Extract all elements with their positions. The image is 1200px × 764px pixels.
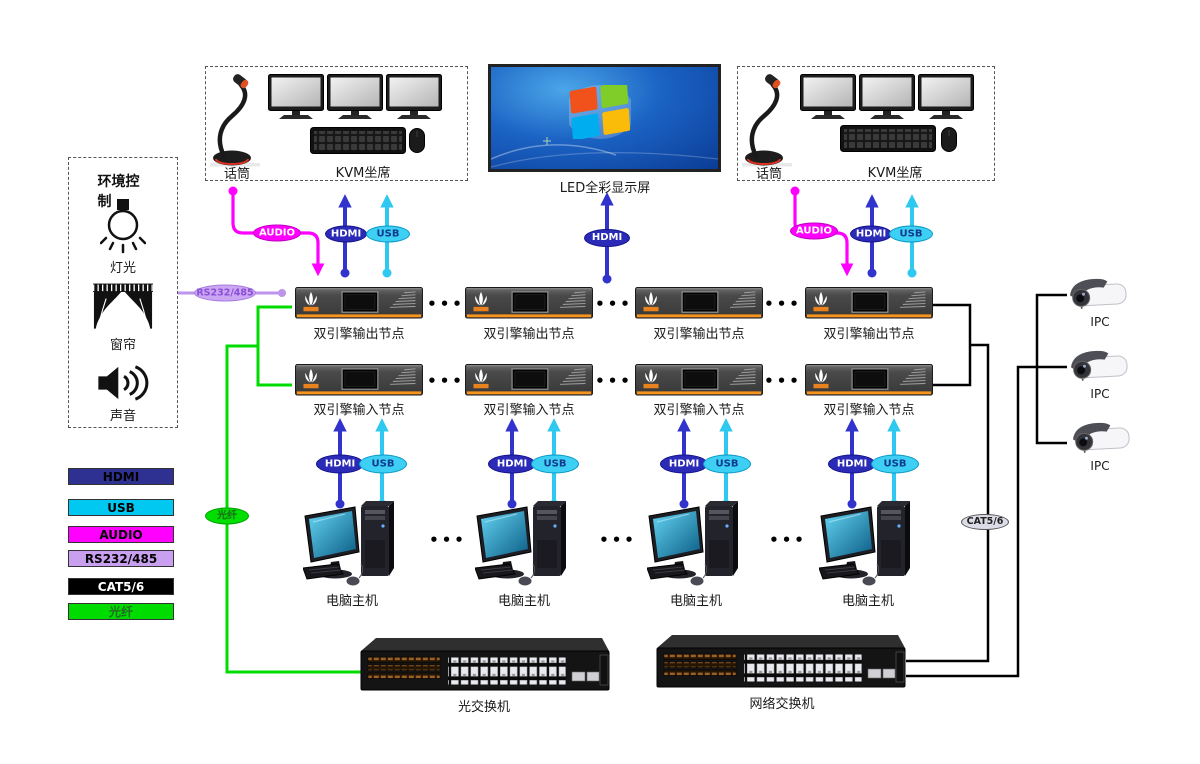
monitor-icon (859, 74, 915, 120)
env-item-light-label: 灯光 (109, 261, 137, 276)
hdmi-line-label: HDMI (325, 225, 367, 243)
usb-line-label: USB (889, 225, 933, 243)
monitor-icon (386, 74, 442, 120)
ellipsis: ••• (427, 372, 465, 390)
kvm-left-label: KVM坐席 (335, 166, 391, 181)
ellipsis: ••• (599, 531, 637, 549)
kvm-right-label: KVM坐席 (867, 166, 923, 181)
computer-3 (647, 500, 747, 588)
usb-line-label: USB (871, 454, 919, 474)
network-switch (648, 635, 908, 690)
optical-switch (352, 638, 612, 693)
hdmi-line-label: HDMI (488, 454, 536, 474)
mic-right-label: 话筒 (755, 167, 783, 182)
input-node-2 (465, 364, 593, 397)
output-node-4-label: 双引擎输出节点 (823, 327, 915, 342)
input-node-3 (635, 364, 763, 397)
env-item-curtain-label: 窗帘 (109, 338, 137, 353)
led-display (488, 64, 721, 172)
usb-line-label: USB (359, 454, 407, 474)
ellipsis: ••• (769, 531, 807, 549)
ipc-camera-1 (1064, 276, 1130, 312)
keyboard-icon (840, 125, 936, 152)
legend-cat5: CAT5/6 (68, 578, 174, 595)
monitor-icon (918, 74, 974, 120)
input-node-3-label: 双引擎输入节点 (653, 403, 745, 418)
usb-line-label: USB (703, 454, 751, 474)
ellipsis: ••• (427, 295, 465, 313)
output-node-3 (635, 287, 763, 320)
led-wallpaper (491, 85, 718, 168)
ipc-camera-3 (1067, 420, 1133, 456)
curtain-icon (93, 283, 153, 331)
monitor-icon (268, 74, 324, 120)
hdmi-arrows (333, 192, 879, 509)
ellipsis: ••• (595, 372, 633, 390)
hdmi-line-label: HDMI (316, 454, 364, 474)
microphone-left-icon (210, 72, 262, 168)
computer-2 (475, 500, 575, 588)
ellipsis: ••• (764, 372, 802, 390)
computer-4-label: 电脑主机 (841, 594, 895, 609)
legend-audio: AUDIO (68, 526, 174, 543)
led-display-label: LED全彩显示屏 (559, 181, 651, 196)
audio-lines (228, 186, 854, 277)
hdmi-line-label: HDMI (660, 454, 708, 474)
output-node-1-label: 双引擎输出节点 (313, 327, 405, 342)
audio-line-label: AUDIO (253, 224, 301, 242)
computer-3-label: 电脑主机 (669, 594, 723, 609)
ipc-3-label: IPC (1090, 459, 1110, 473)
output-node-4 (805, 287, 933, 320)
input-node-1-label: 双引擎输入节点 (313, 403, 405, 418)
cat5-line-label: CAT5/6 (961, 514, 1009, 530)
microphone-right-icon (742, 72, 794, 168)
monitor-icon (327, 74, 383, 120)
hdmi-line-label: HDMI (850, 225, 892, 243)
ellipsis: ••• (764, 295, 802, 313)
ellipsis: ••• (429, 531, 467, 549)
env-item-sound-label: 声音 (109, 409, 137, 424)
keyboard-icon (310, 127, 406, 154)
fiber-lines (225, 305, 365, 674)
cat5-lines (906, 293, 1067, 678)
ipc-1-label: IPC (1090, 315, 1110, 329)
audio-line-label: AUDIO (790, 222, 838, 240)
ellipsis: ••• (595, 295, 633, 313)
mouse-icon (941, 127, 957, 152)
rs232-line-label: RS232/485 (194, 284, 256, 302)
computer-2-label: 电脑主机 (497, 594, 551, 609)
legend-fiber: 光纤 (68, 603, 174, 620)
hdmi-line-label: HDMI (828, 454, 876, 474)
network-switch-label: 网络交换机 (749, 697, 815, 712)
light-bulb-icon (100, 198, 146, 256)
monitor-icon (800, 74, 856, 120)
mic-left-label: 话筒 (223, 167, 251, 182)
legend-rs232: RS232/485 (68, 550, 174, 567)
input-node-4-label: 双引擎输入节点 (823, 403, 915, 418)
fiber-line-label: 光纤 (205, 507, 249, 525)
output-node-3-label: 双引擎输出节点 (653, 327, 745, 342)
output-node-1 (295, 287, 423, 320)
speaker-icon (98, 364, 150, 402)
env-panel-title: 环境控制 (97, 174, 140, 210)
output-node-2-label: 双引擎输出节点 (483, 327, 575, 342)
legend-hdmi: HDMI (68, 468, 174, 485)
optical-switch-label: 光交换机 (457, 700, 511, 715)
ipc-camera-2 (1065, 348, 1131, 384)
ipc-2-label: IPC (1090, 387, 1110, 401)
mouse-icon (409, 128, 425, 153)
output-node-2 (465, 287, 593, 320)
input-node-1 (295, 364, 423, 397)
input-node-2-label: 双引擎输入节点 (483, 403, 575, 418)
computer-1 (303, 500, 403, 588)
legend-usb: USB (68, 499, 174, 516)
usb-line-label: USB (531, 454, 579, 474)
hdmi-line-label: HDMI (584, 229, 630, 247)
usb-line-label: USB (366, 225, 410, 243)
computer-4 (819, 500, 919, 588)
input-node-4 (805, 364, 933, 397)
computer-1-label: 电脑主机 (325, 594, 379, 609)
